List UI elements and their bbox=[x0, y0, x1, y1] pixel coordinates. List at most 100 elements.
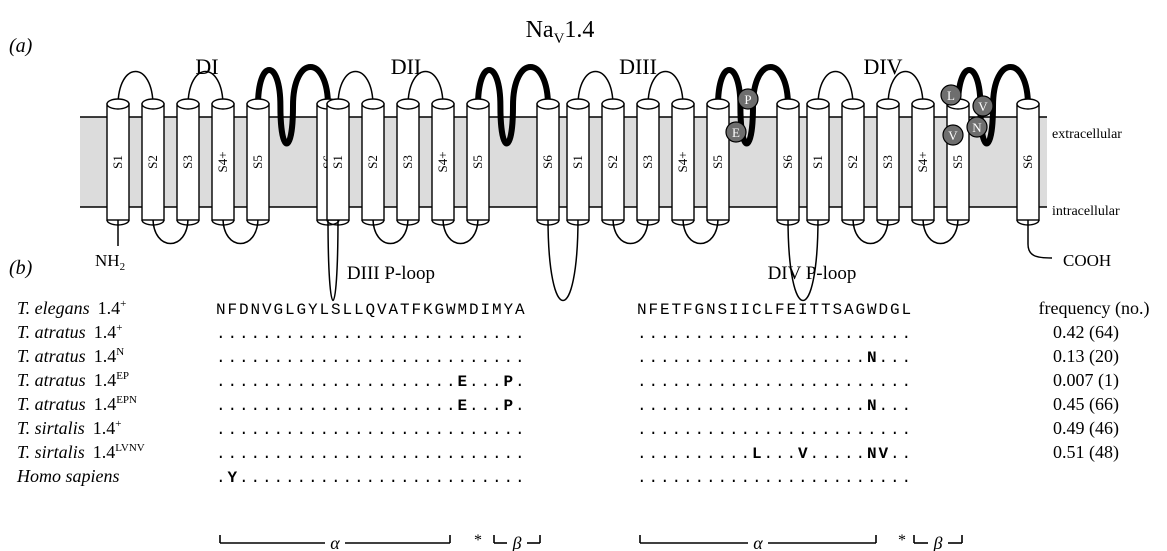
mutation-markers: PE L V VN bbox=[725, 84, 994, 146]
figure-title: NaV1.4 bbox=[526, 17, 595, 47]
segment-s5-d1: S5 bbox=[246, 98, 270, 226]
segment-label: S2 bbox=[845, 155, 860, 169]
linker-d3-d4 bbox=[787, 217, 819, 302]
svg-text:L: L bbox=[947, 88, 955, 103]
segment-s6-d2: S6 bbox=[536, 98, 560, 226]
title-sub: V bbox=[554, 31, 565, 47]
segment-label: S5 bbox=[470, 155, 485, 169]
loop-s4-s5-d4 bbox=[922, 217, 959, 245]
segment-label: S1 bbox=[110, 155, 125, 169]
frequency-value: 0.51 (48) bbox=[1053, 442, 1119, 463]
n-terminus-main: NH bbox=[95, 251, 120, 270]
segment-label: S4+ bbox=[215, 151, 230, 172]
loop-s3-s4-d3 bbox=[647, 70, 684, 107]
segment-label: S5 bbox=[950, 155, 965, 169]
p-loop-d1 bbox=[255, 64, 331, 147]
loop-s3-s4-d2 bbox=[407, 70, 444, 107]
svg-text:α: α bbox=[753, 533, 763, 551]
title-main: Na bbox=[526, 17, 554, 43]
svg-text:N: N bbox=[972, 120, 982, 135]
segment-label: S2 bbox=[145, 155, 160, 169]
loop-s3-s4-d1 bbox=[187, 70, 224, 107]
extracellular-label: extracellular bbox=[1052, 127, 1122, 142]
panel-b-label: (b) bbox=[9, 257, 33, 279]
segment-label: S6 bbox=[540, 155, 555, 169]
svg-text:β: β bbox=[933, 533, 943, 551]
n-terminus-sub: 2 bbox=[120, 261, 126, 273]
segment-label: S3 bbox=[400, 155, 415, 169]
domain-label-di: DI bbox=[195, 54, 218, 79]
region-title-div: DIV P-loop bbox=[768, 263, 857, 284]
transmembrane-segments: S1S2S3S4+S5S6S1S2S3S4+S5S6S1S2S3S4+S5S6S… bbox=[106, 98, 1040, 226]
loop-s1-s2-d2 bbox=[337, 70, 374, 107]
svg-text:α: α bbox=[330, 533, 340, 551]
domain-label-div: DIV bbox=[863, 54, 902, 79]
div-sequence-row-1: ........................ bbox=[637, 325, 911, 343]
species-label: Homo sapiens bbox=[16, 466, 120, 486]
linker-d1-d2 bbox=[327, 217, 339, 302]
loop-s4-s5-d1 bbox=[222, 217, 259, 245]
diii-sequence-row-1: ........................... bbox=[216, 325, 525, 343]
segment-s3-d1: S3 bbox=[176, 98, 200, 226]
div-sequence-row-4: ....................N... bbox=[637, 397, 911, 415]
structure-star-diii: * bbox=[474, 532, 482, 549]
c-terminus-label: COOH bbox=[1063, 251, 1111, 270]
svg-text:P: P bbox=[744, 92, 751, 107]
loop-s3-s4-d4 bbox=[887, 70, 924, 107]
segment-label: S4+ bbox=[675, 151, 690, 172]
segment-label: S3 bbox=[640, 155, 655, 169]
loop-s4-s5-d2 bbox=[442, 217, 479, 245]
segment-s1-d1: S1 bbox=[106, 98, 130, 226]
svg-text:V: V bbox=[978, 99, 988, 114]
segment-s1-d2: S1 bbox=[326, 98, 350, 226]
frequency-value: 0.49 (46) bbox=[1053, 418, 1119, 439]
p-loop-d4 bbox=[955, 64, 1031, 147]
structure-star-div: * bbox=[898, 532, 906, 549]
intracellular-label: intracellular bbox=[1052, 204, 1120, 219]
segment-label: S1 bbox=[570, 155, 585, 169]
strand-bracket-diii: β bbox=[493, 533, 541, 551]
loop-s1-s2-d3 bbox=[577, 70, 614, 107]
segment-s4plus-d2: S4+ bbox=[431, 98, 455, 226]
segment-s3-d4: S3 bbox=[876, 98, 900, 226]
helix-bracket-diii: α bbox=[219, 533, 451, 551]
frequency-value: 0.007 (1) bbox=[1053, 370, 1119, 391]
segment-s4plus-d4: S4+ bbox=[911, 98, 935, 226]
segment-s2-d2: S2 bbox=[361, 98, 385, 226]
mutation-marker-diii-2: E bbox=[725, 121, 747, 143]
svg-text:β: β bbox=[512, 533, 522, 551]
mutation-marker-div-3: V bbox=[942, 124, 964, 146]
loop-s2-s3-d2 bbox=[372, 217, 409, 245]
title-suffix: 1.4 bbox=[564, 17, 594, 43]
channel-loops bbox=[117, 64, 1053, 302]
c-terminus-tail bbox=[1027, 220, 1053, 259]
panel-a-label: (a) bbox=[9, 35, 33, 57]
domain-label-dii: DII bbox=[391, 54, 422, 79]
segment-label: S5 bbox=[710, 155, 725, 169]
segment-s4plus-d1: S4+ bbox=[211, 98, 235, 226]
segment-label: S2 bbox=[365, 155, 380, 169]
svg-text:V: V bbox=[948, 128, 958, 143]
segment-s3-d3: S3 bbox=[636, 98, 660, 226]
p-loop-d2 bbox=[475, 64, 551, 147]
strand-bracket-div: β bbox=[913, 533, 963, 551]
loop-s2-s3-d4 bbox=[852, 217, 889, 245]
loop-s4-s5-d3 bbox=[682, 217, 719, 245]
div-sequence-row-3: ........................ bbox=[637, 373, 911, 391]
segment-label: S5 bbox=[250, 155, 265, 169]
div-sequence-row-5: ........................ bbox=[637, 421, 911, 439]
segment-s1-d3: S1 bbox=[566, 98, 590, 226]
segment-s2-d3: S2 bbox=[601, 98, 625, 226]
loop-s2-s3-d3 bbox=[612, 217, 649, 245]
segment-label: S1 bbox=[810, 155, 825, 169]
segment-s5-d4: S5 bbox=[946, 98, 970, 226]
segment-label: S6 bbox=[780, 155, 795, 169]
diii-sequence-row-5: ........................... bbox=[216, 421, 525, 439]
segment-label: S4+ bbox=[435, 151, 450, 172]
